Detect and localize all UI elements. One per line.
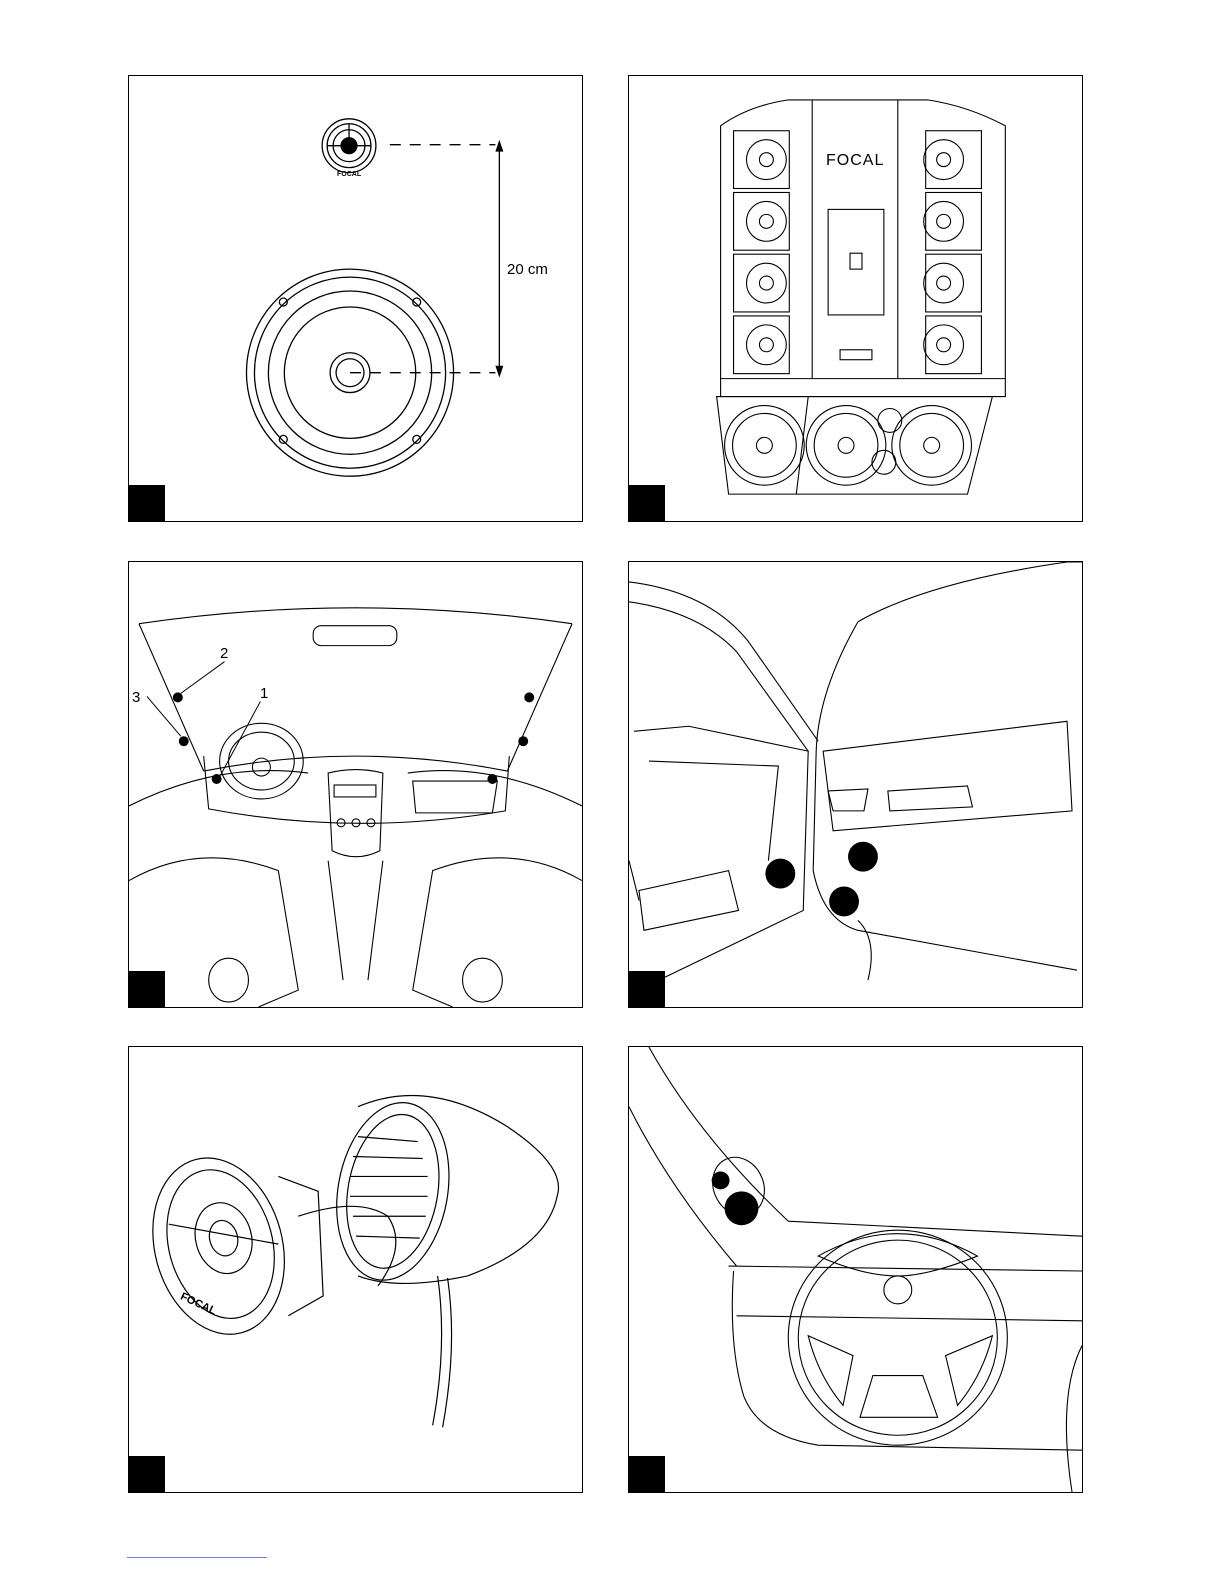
- position-2-label: 2: [220, 646, 228, 661]
- figure-surface-mount: FOCAL: [128, 1046, 583, 1493]
- tweeter-icon: [322, 119, 376, 173]
- figure-number-box: [629, 971, 665, 1007]
- pillar-drawing: [629, 1047, 1082, 1492]
- footer-rule: [127, 1557, 267, 1558]
- mounting-dot-group: [712, 1171, 759, 1225]
- figure-number-box: [629, 485, 665, 521]
- figure-number-box: [129, 485, 165, 521]
- spacing-drawing: [129, 76, 582, 521]
- distance-label: 20 cm: [507, 262, 548, 277]
- figure-number-box: [129, 1456, 165, 1492]
- woofer-icon: [246, 269, 453, 476]
- surface-mount-drawing: [129, 1047, 582, 1492]
- cabinet-drawing: [629, 76, 1082, 521]
- position-3-label: 3: [132, 690, 140, 705]
- mounting-dot-group: [173, 692, 534, 784]
- figure-dashboard-positions: 2 1 3: [128, 561, 583, 1008]
- dashboard-drawing: [129, 562, 582, 1007]
- figure-pillar-mount: [628, 1046, 1083, 1493]
- figure-number-box: [129, 971, 165, 1007]
- figure-number-box: [629, 1456, 665, 1492]
- door-drawing: [629, 562, 1082, 1007]
- position-1-label: 1: [260, 686, 268, 701]
- brand-logo: FOCAL: [826, 153, 884, 168]
- mounting-dot-group: [765, 842, 877, 917]
- figure-door-positions: [628, 561, 1083, 1008]
- tweeter-logo: FOCAL: [337, 167, 361, 182]
- figure-tweeter-spacing: FOCAL 20 cm: [128, 75, 583, 522]
- figure-display-cabinet: FOCAL: [628, 75, 1083, 522]
